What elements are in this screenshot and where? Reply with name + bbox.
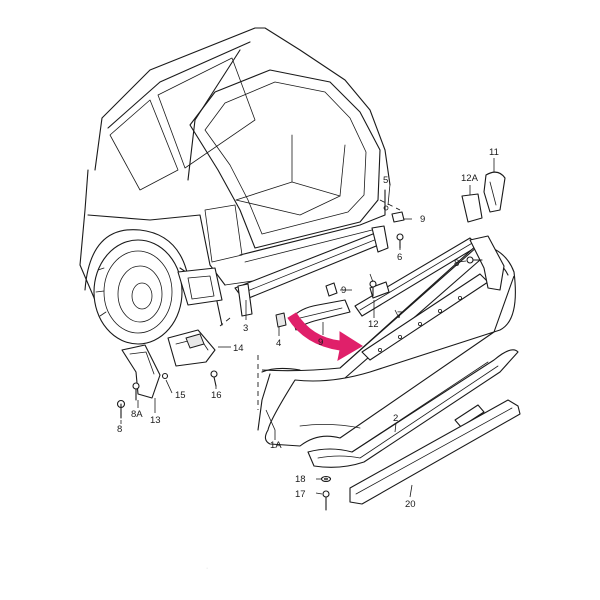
label-9-right: 9	[420, 214, 425, 225]
label-6: 6	[397, 252, 402, 263]
label-18: 18	[295, 474, 306, 485]
label-20: 20	[405, 499, 416, 510]
label-14: 14	[233, 343, 244, 354]
label-8-right: 8	[454, 258, 459, 269]
label-16: 16	[211, 390, 222, 401]
assembly-direction-arrow	[287, 312, 363, 361]
label-8-left: 8	[117, 424, 122, 435]
label-4: 4	[276, 338, 281, 349]
guide-line	[379, 199, 401, 211]
label-12A: 12A	[461, 173, 479, 184]
label-7: 7	[397, 310, 402, 321]
leader-lines	[120, 158, 495, 498]
guide-line	[219, 317, 231, 327]
watermark: ·	[205, 560, 211, 575]
rear-impact-bar	[234, 225, 389, 317]
label-8A: 8A	[131, 409, 143, 420]
bumper-lower-trim	[307, 349, 519, 468]
bumper-cover	[257, 235, 516, 447]
car-body	[79, 27, 391, 326]
label-3: 3	[243, 323, 248, 334]
label-12: 12	[368, 319, 379, 330]
label-2: 2	[393, 413, 398, 424]
part-labels: 1A 2 3 4 5 6 7 8 8 8A 9 9 9 11 12 12A 13…	[117, 147, 499, 510]
label-9-center: 9	[341, 285, 346, 296]
bumper-mount-upper	[461, 171, 506, 223]
label-11: 11	[489, 147, 499, 158]
label-13: 13	[150, 415, 161, 426]
left-mount-bracket	[121, 329, 216, 399]
bumper-lower-strip	[349, 399, 521, 505]
fasteners	[116, 205, 483, 511]
label-15: 15	[175, 390, 186, 401]
muffler-stub	[177, 267, 223, 306]
label-9-lower: 9	[318, 337, 323, 348]
label-17: 17	[295, 489, 306, 500]
label-5: 5	[383, 175, 388, 186]
label-1A: 1A	[270, 440, 282, 451]
rear-wheel	[93, 239, 183, 345]
